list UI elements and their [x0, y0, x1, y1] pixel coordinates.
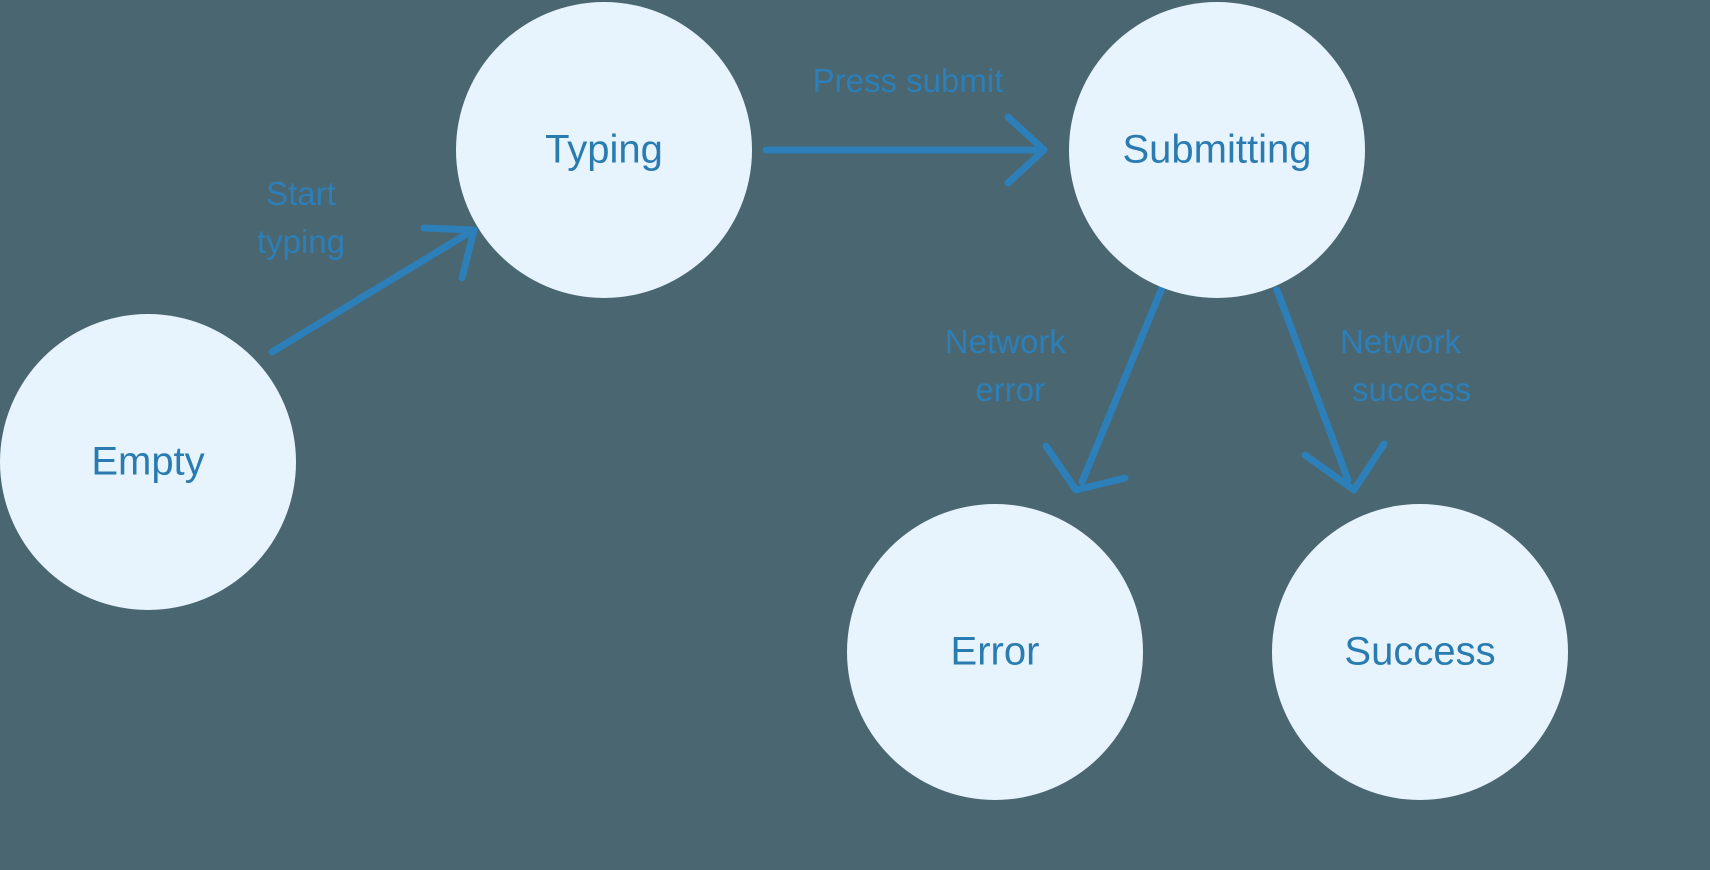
- edge-label-line-1: Start: [266, 175, 336, 212]
- nodes-group: Empty Typing Submitting Error Success: [0, 2, 1568, 800]
- edge-empty-to-typing: Start typing: [257, 175, 478, 356]
- state-node-label: Typing: [545, 128, 663, 172]
- arrowhead-icon: [1042, 442, 1129, 494]
- edge-label-start-typing: Start typing: [257, 175, 345, 260]
- state-node-empty[interactable]: Empty: [0, 314, 296, 610]
- state-node-circle[interactable]: [0, 314, 296, 610]
- edge-line: [268, 228, 474, 356]
- edge-label-network-error: Network error: [945, 323, 1075, 408]
- state-node-label: Error: [951, 630, 1040, 674]
- edge-label-network-success: Network success: [1340, 323, 1471, 408]
- edge-label-press-submit: Press submit: [813, 62, 1004, 99]
- arrowhead-icon: [420, 224, 478, 282]
- state-node-submitting[interactable]: Submitting: [1069, 2, 1365, 298]
- edges-group: Start typing Press submit Network error: [257, 62, 1471, 494]
- edge-label-line-2: typing: [257, 223, 345, 260]
- edge-typing-to-submitting: Press submit: [762, 62, 1048, 187]
- state-node-label: Submitting: [1123, 128, 1312, 172]
- state-node-label: Empty: [91, 440, 204, 484]
- edge-label-line-2: error: [975, 371, 1045, 408]
- edge-label-line-1: Press submit: [813, 62, 1004, 99]
- state-node-circle[interactable]: [456, 2, 752, 298]
- state-node-success[interactable]: Success: [1272, 504, 1568, 800]
- edge-label-line-1: Network: [945, 323, 1067, 360]
- state-node-circle[interactable]: [847, 504, 1143, 800]
- state-node-circle[interactable]: [1272, 504, 1568, 800]
- edge-line: [1078, 284, 1166, 486]
- arrowhead-icon: [1301, 440, 1388, 494]
- state-node-label: Success: [1344, 630, 1495, 674]
- edge-line: [1273, 286, 1352, 484]
- arrowhead-icon: [1004, 113, 1048, 187]
- state-node-typing[interactable]: Typing: [456, 2, 752, 298]
- state-node-circle[interactable]: [1069, 2, 1365, 298]
- edge-submitting-to-error: Network error: [945, 284, 1166, 494]
- edge-label-line-1: Network: [1340, 323, 1462, 360]
- edge-label-line-2: success: [1352, 371, 1471, 408]
- edge-submitting-to-success: Network success: [1273, 286, 1471, 494]
- state-node-error[interactable]: Error: [847, 504, 1143, 800]
